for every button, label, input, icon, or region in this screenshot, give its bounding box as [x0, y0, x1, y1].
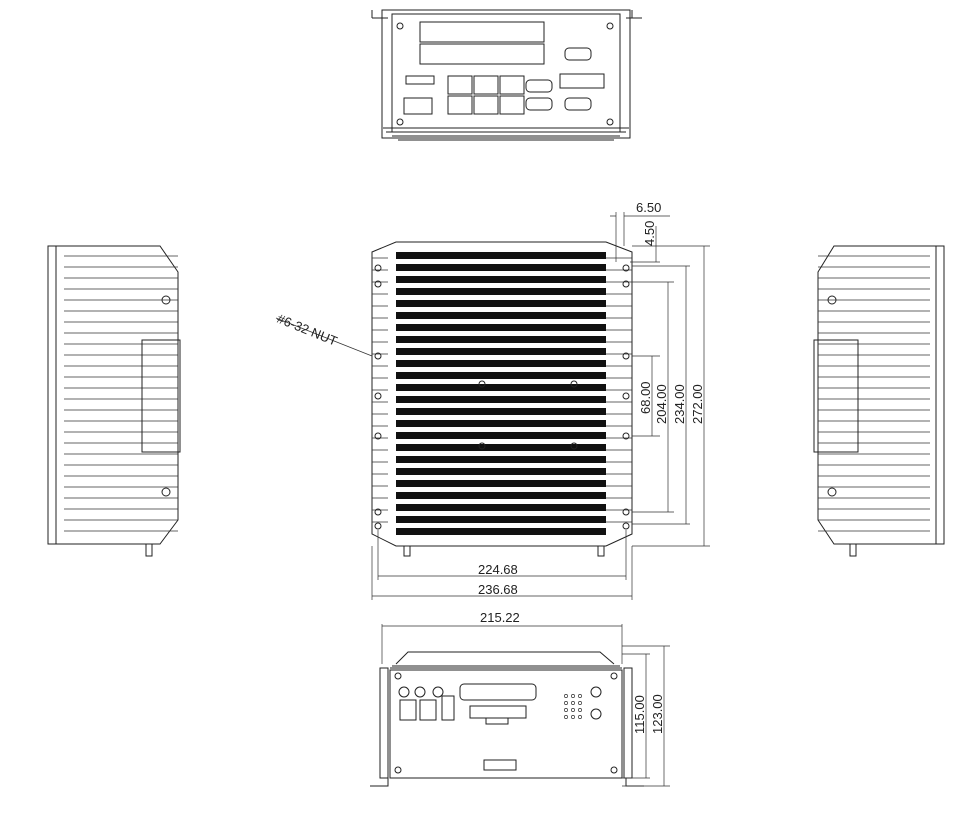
left-view — [47, 245, 181, 557]
mounting-hole — [570, 442, 578, 450]
mounting-hole — [374, 280, 382, 288]
heatsink-fin — [396, 372, 606, 379]
bottom-view — [370, 651, 644, 787]
heatsink-fin — [396, 420, 606, 427]
mounting-hole — [622, 432, 630, 440]
front-view — [371, 241, 633, 557]
mounting-hole — [374, 352, 382, 360]
mounting-hole — [478, 380, 486, 388]
mounting-hole — [622, 508, 630, 516]
heatsink-fin — [396, 300, 606, 307]
vent-hole — [571, 701, 575, 705]
mounting-hole — [622, 522, 630, 530]
mounting-hole — [570, 380, 578, 388]
mounting-hole — [374, 522, 382, 530]
dim-hole-offset-x: 6.50 — [636, 200, 661, 215]
mounting-hole — [622, 280, 630, 288]
mounting-hole — [374, 432, 382, 440]
dim-overall-width: 236.68 — [478, 582, 518, 597]
dim-overall-height: 272.00 — [690, 384, 705, 424]
dim-bottom-body-height: 115.00 — [632, 695, 647, 734]
heatsink-fin — [396, 348, 606, 355]
heatsink-fin — [396, 312, 606, 319]
dim-mid-hole-spacing: 204.00 — [654, 384, 669, 424]
heatsink-fin — [396, 468, 606, 475]
right-view — [813, 245, 945, 557]
heatsink-fin — [396, 516, 606, 523]
dim-bottom-overall-height: 123.00 — [650, 694, 665, 734]
callout-nut: #6-32 NUT — [275, 311, 340, 349]
heatsink-fin — [396, 504, 606, 511]
top-view — [371, 9, 642, 141]
bottom-dimensions — [381, 624, 670, 787]
mounting-hole — [622, 392, 630, 400]
dim-hole-span-width: 224.68 — [478, 562, 518, 577]
heatsink-fin — [396, 444, 606, 451]
heatsink-fin — [396, 360, 606, 367]
heatsink-fin — [396, 384, 606, 391]
vent-hole — [564, 708, 568, 712]
vent-hole — [564, 715, 568, 719]
dim-outer-hole-spacing: 234.00 — [672, 384, 687, 424]
vent-hole — [571, 715, 575, 719]
vent-hole — [564, 694, 568, 698]
heatsink-fin — [396, 456, 606, 463]
vent-hole — [571, 708, 575, 712]
front-dimensions — [275, 212, 710, 600]
heatsink-fin — [396, 336, 606, 343]
vent-hole — [571, 694, 575, 698]
heatsink-fin — [396, 264, 606, 271]
mounting-hole — [622, 264, 630, 272]
mounting-hole — [374, 508, 382, 516]
heatsink-fin — [396, 480, 606, 487]
heatsink-fin — [396, 432, 606, 439]
vent-hole — [564, 701, 568, 705]
mounting-hole — [478, 442, 486, 450]
vent-hole — [578, 694, 582, 698]
heatsink-fin — [396, 288, 606, 295]
heatsink-fin — [396, 324, 606, 331]
mounting-hole — [374, 264, 382, 272]
vent-hole — [578, 701, 582, 705]
dim-bottom-width: 215.22 — [480, 610, 520, 625]
vent-hole — [578, 708, 582, 712]
heatsink-fin — [396, 396, 606, 403]
heatsink-fin — [396, 252, 606, 259]
vent-hole — [578, 715, 582, 719]
heatsink-fin — [396, 492, 606, 499]
heatsink-fin — [396, 528, 606, 535]
heatsink-fin — [396, 408, 606, 415]
dim-inner-hole-spacing: 68.00 — [638, 381, 653, 414]
dim-hole-offset-y: 4.50 — [642, 221, 657, 246]
heatsink-fin — [396, 276, 606, 283]
mounting-hole — [622, 352, 630, 360]
mounting-hole — [374, 392, 382, 400]
